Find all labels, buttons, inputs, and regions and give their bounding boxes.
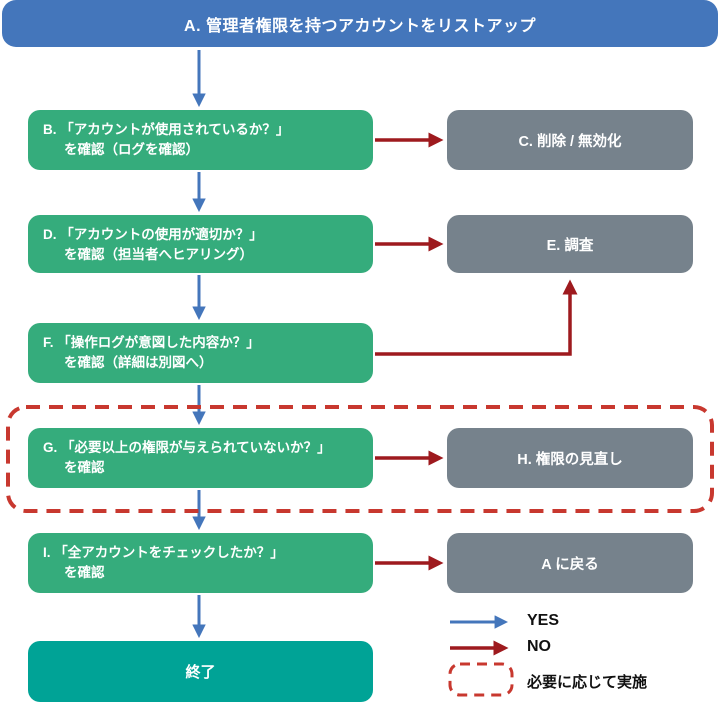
- step-f-box: F. 「操作ログが意図した内容か？」 を確認（詳細は別図へ）: [28, 323, 373, 383]
- step-d-line1: D. 「アカウントの使用が適切か？」: [43, 227, 263, 242]
- step-i-line2: を確認: [64, 565, 105, 580]
- action-c-box: C. 削除 / 無効化: [447, 110, 693, 170]
- step-b-line2: を確認（ログを確認）: [64, 142, 199, 157]
- step-g-line1: G. 「必要以上の権限が与えられていないか？」: [43, 440, 331, 455]
- action-return-to-a-box: A に戻る: [447, 533, 693, 593]
- action-e-box: E. 調査: [447, 215, 693, 273]
- legend-yes-label: YES: [527, 612, 560, 629]
- step-b-line1: B. 「アカウントが使用されているか？」: [43, 122, 290, 137]
- step-b-box: B. 「アカウントが使用されているか？」 を確認（ログを確認）: [28, 110, 373, 170]
- step-a-label: A. 管理者権限を持つアカウントをリストアップ: [184, 17, 536, 35]
- legend-no-label: NO: [527, 638, 551, 655]
- legend-dashed-label: 必要に応じて実施: [527, 674, 648, 691]
- legend-dashed-box-icon: [448, 662, 514, 697]
- end-label: 終了: [185, 664, 216, 681]
- optional-region-dashed-border: [6, 405, 714, 513]
- action-h-label: H. 権限の見直し: [517, 451, 623, 468]
- step-d-line2: を確認（担当者へヒアリング）: [64, 247, 253, 262]
- action-c-label: C. 削除 / 無効化: [518, 133, 622, 150]
- end-box: 終了: [28, 641, 373, 702]
- step-f-line1: F. 「操作ログが意図した内容か？」: [43, 335, 260, 350]
- step-f-line2: を確認（詳細は別図へ）: [64, 355, 213, 370]
- action-h-box: H. 権限の見直し: [447, 428, 693, 488]
- step-d-box: D. 「アカウントの使用が適切か？」 を確認（担当者へヒアリング）: [28, 215, 373, 273]
- step-i-line1: I. 「全アカウントをチェックしたか？」: [43, 545, 284, 560]
- step-g-line2: を確認: [64, 460, 105, 475]
- action-e-label: E. 調査: [546, 237, 594, 254]
- step-a-header-box: A. 管理者権限を持つアカウントをリストアップ: [2, 0, 718, 47]
- step-g-box: G. 「必要以上の権限が与えられていないか？」 を確認: [28, 428, 373, 488]
- action-return-to-a-label: A に戻る: [541, 556, 599, 573]
- no-arrow-f-to-e: [375, 279, 578, 356]
- step-i-box: I. 「全アカウントをチェックしたか？」 を確認: [28, 533, 373, 593]
